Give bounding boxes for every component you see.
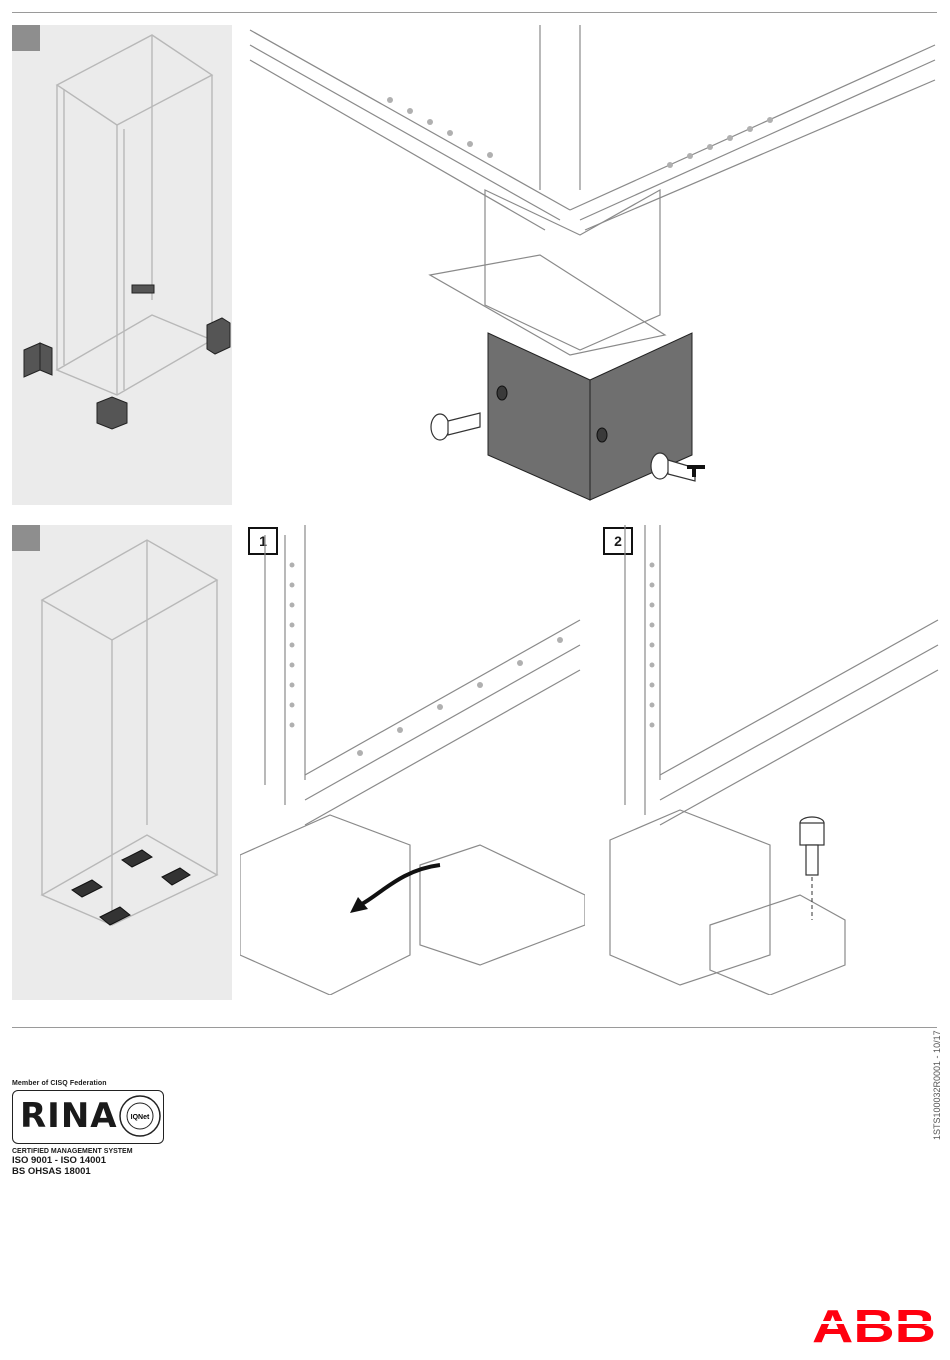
frame-overview-illustration-1 — [12, 25, 232, 505]
step1-mounting-illustration — [240, 525, 585, 995]
certified-system-text: CERTIFIED MANAGEMENT SYSTEM — [12, 1148, 182, 1155]
document-code: 1STS100032R0001 - 10/17 — [932, 1030, 942, 1140]
certification-block: Member of CISQ Federation RINA IQNet CER… — [12, 1080, 182, 1177]
abb-logo: ABB — [812, 1300, 937, 1346]
corner-cover-plate — [488, 333, 590, 500]
rina-logo-text: RINA — [20, 1096, 118, 1136]
overview-panel-2 — [12, 525, 232, 1000]
rina-logo: RINA IQNet — [12, 1090, 182, 1146]
step2-mounting-illustration — [600, 525, 940, 995]
iso-standards-line1: ISO 9001 - ISO 14001 — [12, 1155, 182, 1166]
iqnet-seal-icon: IQNet — [118, 1094, 162, 1138]
corner-cover-illustration — [240, 25, 940, 505]
overview-panel-1 — [12, 25, 232, 505]
iqnet-seal-text: IQNet — [131, 1114, 150, 1121]
iso-standards-line2: BS OHSAS 18001 — [12, 1166, 182, 1177]
top-rule — [12, 12, 937, 13]
bottom-rule — [12, 1027, 937, 1028]
cisq-member-text: Member of CISQ Federation — [12, 1080, 182, 1087]
frame-overview-illustration-2 — [12, 525, 232, 1000]
